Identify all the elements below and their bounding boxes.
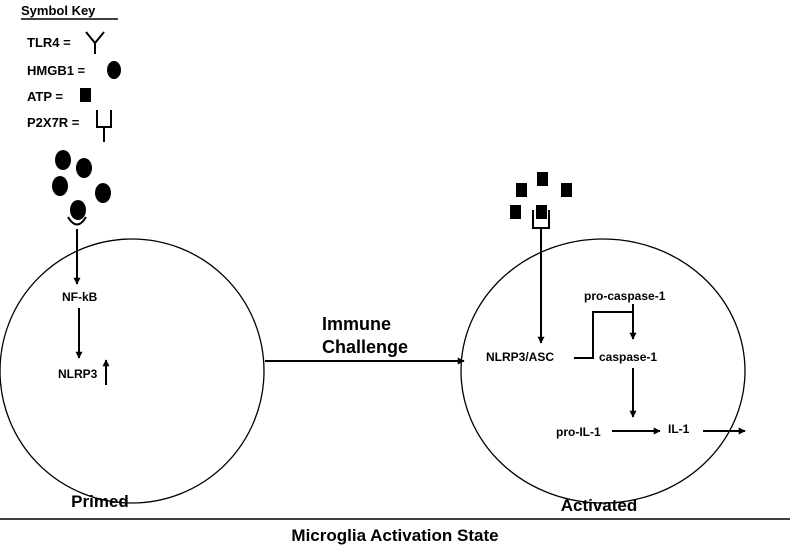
symbol-key: Symbol Key TLR4 = HMGB1 = ATP = P2X7R = [21, 3, 121, 142]
y-receptor-icon [85, 31, 105, 54]
filled-square-icon [80, 88, 91, 102]
pro-il-label: pro-IL-1 [556, 425, 601, 439]
filled-circle-icon [107, 61, 121, 79]
hmgb1-particle [70, 200, 86, 220]
activated-cell-group: NLRP3/ASC pro-caspase-1 caspase-1 pro-IL… [460, 172, 746, 515]
footer: Microglia Activation State [0, 518, 790, 545]
atp-particle [561, 183, 572, 197]
hmgb1-particle [52, 176, 68, 196]
nfkb-label: NF-kB [62, 290, 98, 304]
primed-cell-membrane [0, 238, 265, 504]
primed-caption: Primed [71, 492, 129, 511]
primed-cell-group: NF-kB NLRP3 Primed [0, 150, 265, 511]
symbol-key-title: Symbol Key [21, 3, 96, 18]
key-label-atp: ATP = [27, 89, 63, 104]
nlrp3-asc-label: NLRP3/ASC [486, 350, 554, 364]
footer-title: Microglia Activation State [291, 526, 498, 545]
activated-cell-membrane [460, 238, 746, 504]
nlrp3-label: NLRP3 [58, 367, 98, 381]
transition-label-line2: Challenge [322, 337, 408, 357]
hmgb1-particle [55, 150, 71, 170]
channel-receptor-icon [96, 110, 112, 142]
key-label-hmgb1: HMGB1 = [27, 63, 86, 78]
atp-particle [510, 205, 521, 219]
atp-particle [537, 172, 548, 186]
pro-caspase-label: pro-caspase-1 [584, 289, 666, 303]
atp-particle [536, 205, 547, 219]
il-label: IL-1 [668, 422, 690, 436]
activated-caption: Activated [561, 496, 638, 515]
caspase-label: caspase-1 [599, 350, 657, 364]
transition-label-line1: Immune [322, 314, 391, 334]
immune-challenge-transition: Immune Challenge [265, 314, 465, 365]
key-label-p2x7r: P2X7R = [27, 115, 80, 130]
hmgb1-particle [95, 183, 111, 203]
hmgb1-particle [76, 158, 92, 178]
key-label-tlr4: TLR4 = [27, 35, 71, 50]
nlrp3-asc-to-cleavage-connector [574, 311, 633, 359]
atp-particle [516, 183, 527, 197]
tlr4-receptor [67, 216, 87, 240]
